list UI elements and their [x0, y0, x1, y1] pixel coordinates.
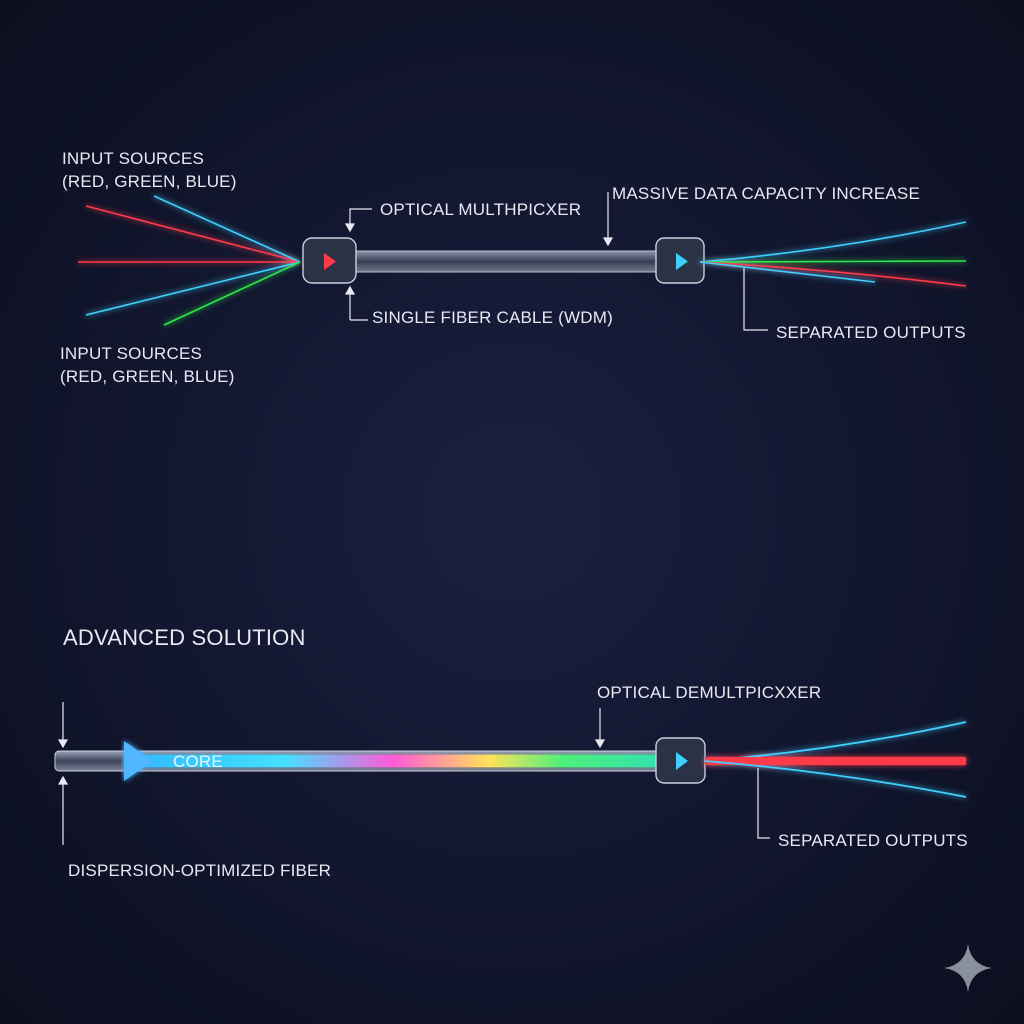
input-sources-lower-line2: (RED, GREEN, BLUE)	[60, 367, 235, 386]
play-icon	[676, 752, 688, 770]
input-sources-lower-line1: INPUT SOURCES	[60, 344, 203, 363]
single-fiber-label: SINGLE FIBER CABLE (WDM)	[372, 308, 613, 327]
red-beam	[85, 205, 301, 263]
top-callouts	[344, 192, 768, 331]
play-icon	[324, 253, 336, 270]
separated-outputs-top-label: SEPARATED OUTPUTS	[776, 323, 966, 342]
green-beam	[163, 261, 301, 326]
core-arrow-icon	[124, 741, 153, 781]
sparkle-logo-icon	[944, 944, 992, 992]
cyan-beam	[153, 195, 301, 263]
bottom-callouts	[57, 702, 770, 845]
core-label: CORE	[173, 752, 223, 771]
bottom-output-beams	[704, 721, 967, 798]
separated-outputs-bottom-label: SEPARATED OUTPUTS	[778, 831, 968, 850]
input-beams	[78, 195, 301, 326]
demultiplexer-label: OPTICAL DEMULTPICXXER	[597, 683, 822, 702]
input-sources-upper-line1: INPUT SOURCES	[62, 149, 205, 168]
play-icon	[676, 253, 688, 270]
cyan-beam	[85, 261, 301, 316]
output-beams	[699, 221, 967, 287]
dispersion-fiber-label: DISPERSION-OPTIMIZED FIBER	[68, 861, 332, 880]
advanced-solution-heading: ADVANCED SOLUTION	[63, 625, 306, 650]
multiplexer-label: OPTICAL MULTHPICXER	[380, 200, 582, 219]
input-sources-upper-line2: (RED, GREEN, BLUE)	[62, 172, 237, 191]
capacity-label: MASSIVE DATA CAPACITY INCREASE	[612, 184, 920, 203]
top-fiber-cable	[302, 237, 705, 284]
bottom-fiber	[54, 737, 706, 784]
